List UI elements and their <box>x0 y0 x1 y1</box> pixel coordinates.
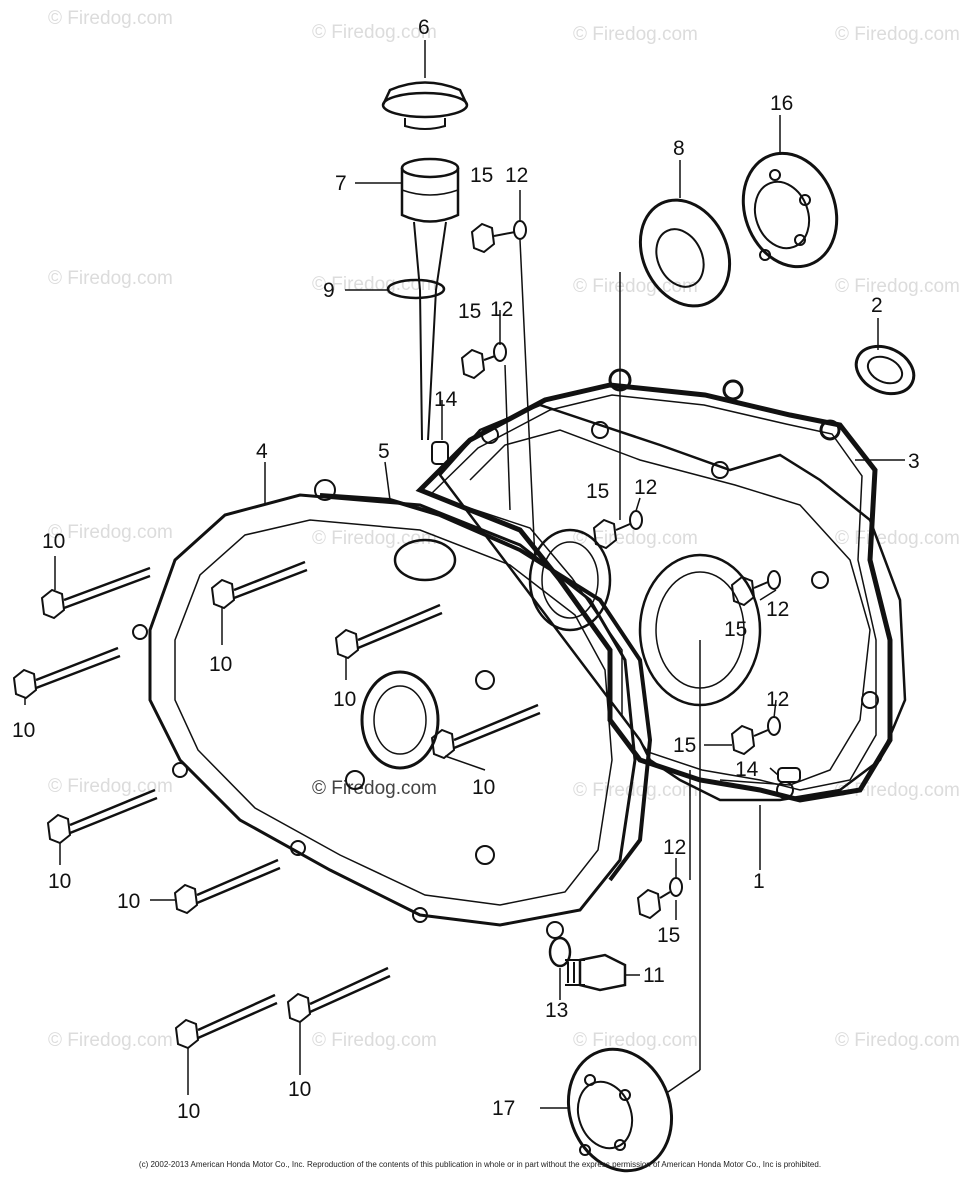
bolt-part-10 <box>174 993 278 1050</box>
callout-part-12: 12 <box>766 598 789 621</box>
watermark: © Firedog.com <box>835 24 960 45</box>
bolt-part-10 <box>430 703 541 760</box>
callout-part-11: 11 <box>643 964 665 987</box>
drain-bolt-part-11 <box>565 953 627 992</box>
watermark: © Firedog.com <box>312 1030 437 1051</box>
watermark: © Firedog.com <box>573 528 698 549</box>
callout-part-1: 1 <box>753 870 765 893</box>
leader-lines <box>24 40 905 1109</box>
watermark: © Firedog.com <box>312 22 437 43</box>
watermark: © Firedog.com <box>48 8 173 29</box>
callout-part-10: 10 <box>177 1100 200 1123</box>
bolt-part-15 <box>730 570 781 607</box>
oil-seal-part-8 <box>638 198 732 308</box>
watermark: © Firedog.com <box>48 776 173 797</box>
bolt-part-10 <box>12 646 121 700</box>
callout-part-9: 9 <box>323 279 335 302</box>
watermark: © Firedog.com <box>312 778 437 799</box>
callout-part-14: 14 <box>735 758 759 781</box>
callout-part-6: 6 <box>418 16 430 39</box>
watermark: © Firedog.com <box>48 522 173 543</box>
bearing-part-16 <box>741 151 839 269</box>
watermark: © Firedog.com <box>48 268 173 289</box>
callout-part-7: 7 <box>335 172 347 195</box>
bolt-part-15 <box>460 342 507 380</box>
copyright-notice: (c) 2002-2013 American Honda Motor Co., … <box>139 1160 821 1169</box>
bolt-part-15 <box>730 716 781 756</box>
callout-part-10: 10 <box>209 653 232 676</box>
callout-part-14: 14 <box>434 388 458 411</box>
callout-part-12: 12 <box>634 476 657 499</box>
watermark: © Firedog.com <box>835 780 960 801</box>
callout-part-12: 12 <box>663 836 686 859</box>
watermark: © Firedog.com <box>835 276 960 297</box>
watermark: © Firedog.com <box>573 24 698 45</box>
dowel-pin-part-14 <box>777 767 801 783</box>
dowel-pin-part-14 <box>431 441 449 465</box>
callout-part-10: 10 <box>333 688 356 711</box>
callout-part-15: 15 <box>586 480 609 503</box>
watermark: © Firedog.com <box>48 1030 173 1051</box>
bolt-part-10 <box>286 966 391 1024</box>
watermark: © Firedog.com <box>573 780 698 801</box>
callout-part-16: 16 <box>770 92 793 115</box>
bolt-part-10 <box>173 858 281 915</box>
callout-part-15: 15 <box>724 618 747 641</box>
callout-part-15: 15 <box>673 734 696 757</box>
watermark: © Firedog.com <box>573 276 698 297</box>
bolt-part-10 <box>210 560 308 610</box>
callout-part-10: 10 <box>42 530 65 553</box>
callout-part-15: 15 <box>470 164 493 187</box>
bolt-part-10 <box>40 566 151 620</box>
crankcase-cover-part-4 <box>148 493 637 927</box>
callout-part-5: 5 <box>378 440 390 463</box>
watermark: © Firedog.com <box>312 274 437 295</box>
callout-part-2: 2 <box>871 294 883 317</box>
callout-part-10: 10 <box>472 776 495 799</box>
washer-part-13 <box>548 936 572 968</box>
bolt-part-15 <box>470 220 527 254</box>
crankcase-cover-part-1 <box>438 403 907 802</box>
callout-part-12: 12 <box>505 164 528 187</box>
callout-part-10: 10 <box>288 1078 311 1101</box>
callout-part-15: 15 <box>458 300 481 323</box>
seal-part-2 <box>854 344 916 396</box>
callout-part-12: 12 <box>766 688 789 711</box>
watermark: © Firedog.com <box>835 1030 960 1051</box>
callout-part-8: 8 <box>673 137 685 160</box>
bolt-part-10 <box>334 603 443 660</box>
bearing-part-17 <box>566 1047 674 1173</box>
callout-part-17: 17 <box>492 1097 515 1120</box>
gasket-part-3 <box>415 382 893 803</box>
callout-part-3: 3 <box>908 450 920 473</box>
callout-part-12: 12 <box>490 298 513 321</box>
bolt-part-10 <box>46 788 158 845</box>
callout-part-4: 4 <box>256 440 268 463</box>
oil-filler-cap-part-6 <box>381 81 469 130</box>
watermark: © Firedog.com <box>573 1030 698 1051</box>
bolt-part-15 <box>592 510 643 550</box>
dipstick-part-7 <box>400 157 460 441</box>
callout-part-10: 10 <box>117 890 140 913</box>
callout-part-10: 10 <box>48 870 71 893</box>
callout-part-13: 13 <box>545 999 568 1022</box>
callout-part-10: 10 <box>12 719 35 742</box>
callout-part-15: 15 <box>657 924 680 947</box>
o-ring-part-9 <box>386 278 446 300</box>
watermark: © Firedog.com <box>835 528 960 549</box>
